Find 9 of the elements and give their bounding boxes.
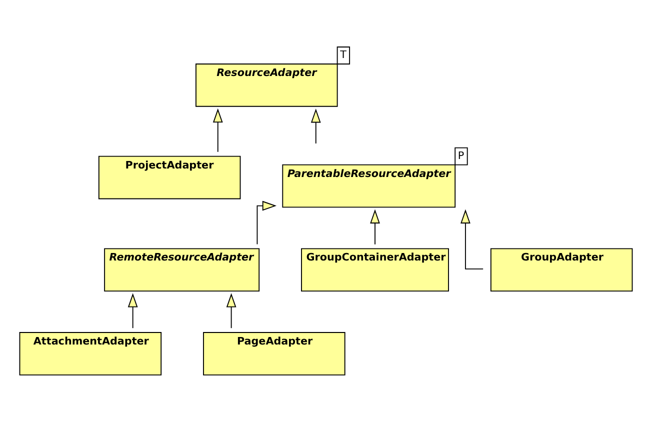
arrow: [370, 209, 380, 245]
arrow: [460, 209, 484, 270]
arrow: [226, 293, 236, 329]
node-label: T: [340, 49, 346, 62]
arrow: [212, 108, 223, 152]
arrow: [310, 108, 321, 144]
arrow: [128, 293, 138, 329]
arrow: [256, 200, 277, 245]
node-label: P: [458, 150, 464, 162]
